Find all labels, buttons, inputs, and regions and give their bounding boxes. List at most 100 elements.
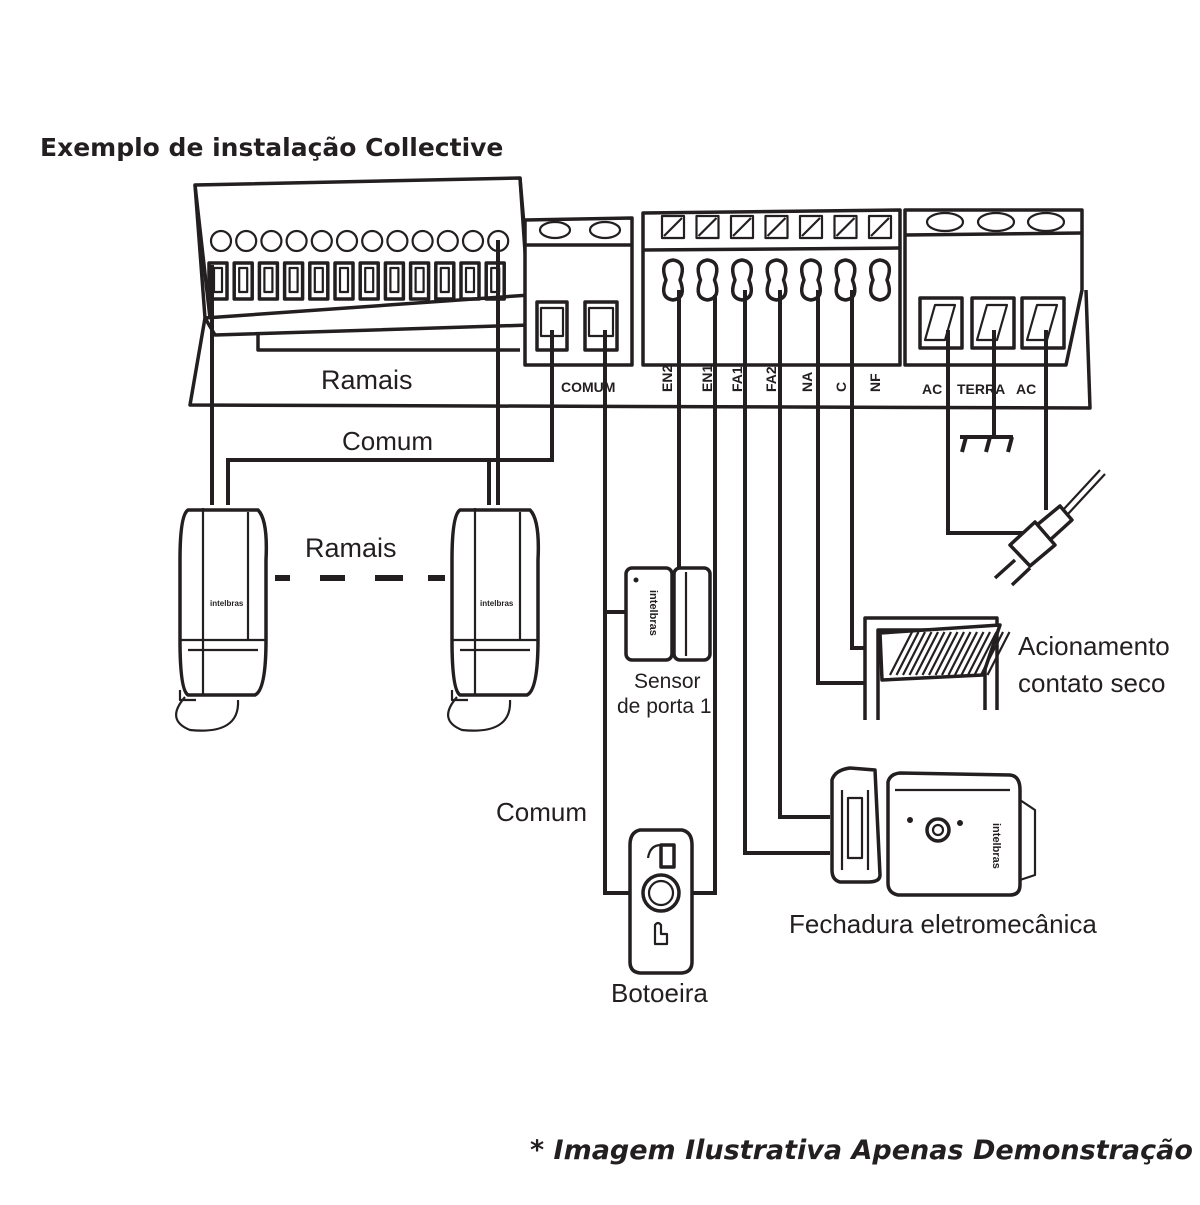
gate-slat <box>908 631 933 676</box>
botoeira-label: Botoeira <box>611 978 708 1008</box>
ramais-terminal-block: Ramais <box>193 176 532 395</box>
ramais-screw <box>436 229 459 253</box>
gate-slat <box>928 631 952 676</box>
io-screw-square <box>695 214 720 240</box>
handset-left-brand: intelbras <box>210 599 244 608</box>
ramais-screw <box>260 229 283 253</box>
door-sensor: intelbras <box>624 566 712 662</box>
ramais-slot <box>484 261 506 301</box>
ramais-screw <box>209 229 233 253</box>
ramais-screw <box>310 229 333 253</box>
io-screw-square <box>660 214 686 240</box>
ramais-slot <box>408 261 431 301</box>
terminal-en1: EN1 <box>699 365 715 392</box>
io-keyhole <box>765 258 788 302</box>
io-screw-slash <box>766 217 787 237</box>
ramais-slot <box>232 261 254 301</box>
ramais-slot-inner <box>263 266 274 294</box>
handset-right-brand: intelbras <box>480 599 514 608</box>
ramais-slot-inner <box>389 266 400 294</box>
gate-slat <box>915 631 939 676</box>
io-screw-square <box>867 214 893 240</box>
ramais-screw <box>461 229 485 253</box>
ramais-slot <box>308 261 330 301</box>
ramais-slot-inner <box>439 266 450 294</box>
diagram-title: Exemplo de instalação Collective <box>40 133 503 162</box>
io-keyhole <box>868 258 892 302</box>
gate-slat <box>934 631 959 676</box>
ramais-slot-inner <box>364 266 375 294</box>
sensor-brand: intelbras <box>647 590 659 636</box>
handset-left: intelbras <box>175 508 269 732</box>
gate-slat <box>954 631 978 676</box>
ramais-slot-inner <box>313 266 324 294</box>
gate-slat <box>889 631 913 676</box>
gate-slat <box>921 631 946 676</box>
gate-slat <box>986 631 1011 676</box>
wires <box>210 240 1048 895</box>
terminal-fa1: FA1 <box>729 366 745 392</box>
power-terminal-block: AC TERRA AC <box>903 208 1084 397</box>
io-screw-slash <box>732 217 752 237</box>
ramais-slot <box>459 261 481 301</box>
ramais-slot-inner <box>288 266 299 294</box>
gate-slat <box>960 631 985 676</box>
exit-button <box>628 828 694 975</box>
io-keyhole <box>696 258 719 302</box>
acionamento-label-line1: Acionamento <box>1018 631 1170 661</box>
ramais-slot <box>434 261 456 301</box>
io-screw-slash <box>697 217 718 237</box>
io-keyhole <box>799 258 823 302</box>
ramais-slot-inner <box>338 266 350 294</box>
io-screw-square <box>798 214 824 240</box>
acionamento-label-line2: contato seco <box>1018 668 1165 698</box>
illustrative-footnote: * Imagem Ilustrativa Apenas Demonstração <box>530 1135 1193 1166</box>
io-screw-square <box>729 214 755 240</box>
io-screw-slash <box>801 217 821 237</box>
terminal-fa2: FA2 <box>763 366 779 392</box>
ramais-handsets-label: Ramais <box>305 533 397 563</box>
io-screw-slash <box>835 217 856 237</box>
io-terminal-labels: EN2 EN1 FA1 FA2 NA C NF <box>659 365 883 392</box>
terminal-terra: TERRA <box>957 381 1005 397</box>
terminal-na: NA <box>799 372 815 392</box>
power-plug <box>993 469 1106 587</box>
terminal-ac-right: AC <box>1016 381 1036 397</box>
ramais-slot-inner <box>414 266 425 294</box>
ramais-slot-inner <box>238 266 249 294</box>
io-keyhole <box>661 258 685 302</box>
ramais-slot <box>333 261 355 301</box>
electromechanical-lock: intelbras <box>830 766 1037 897</box>
ramais-board-label: Ramais <box>321 365 413 395</box>
ramais-slot <box>358 261 380 301</box>
ramais-slot <box>257 261 280 301</box>
terminal-ac-left: AC <box>922 381 942 397</box>
ramais-slot <box>383 261 406 301</box>
comum-button-label: Comum <box>496 797 587 827</box>
terminal-nf: NF <box>867 373 883 392</box>
gate-slat <box>941 631 965 676</box>
control-board <box>188 289 1092 410</box>
terminal-comum: COMUM <box>561 379 615 395</box>
handset-right: intelbras <box>447 508 541 732</box>
ramais-slot <box>282 261 305 301</box>
io-terminal-block <box>641 208 902 367</box>
hand-press-icon <box>653 921 669 946</box>
io-keyhole <box>730 258 754 302</box>
sensor-label-line2: de porta 1 <box>617 695 712 718</box>
gate-slat <box>895 631 920 676</box>
ramais-slot-inner <box>464 266 476 294</box>
ramais-screw <box>335 229 359 253</box>
terminal-c: C <box>833 382 849 392</box>
gate-slat <box>973 631 998 676</box>
gate-slat <box>967 631 991 676</box>
ramais-screw <box>235 229 258 253</box>
ramais-screw <box>361 229 384 253</box>
io-screw-square <box>764 214 789 240</box>
comum-bus-label: Comum <box>342 426 433 456</box>
gate-slat <box>902 631 926 676</box>
gate-device <box>863 616 1011 720</box>
ramais-screw <box>386 229 409 253</box>
